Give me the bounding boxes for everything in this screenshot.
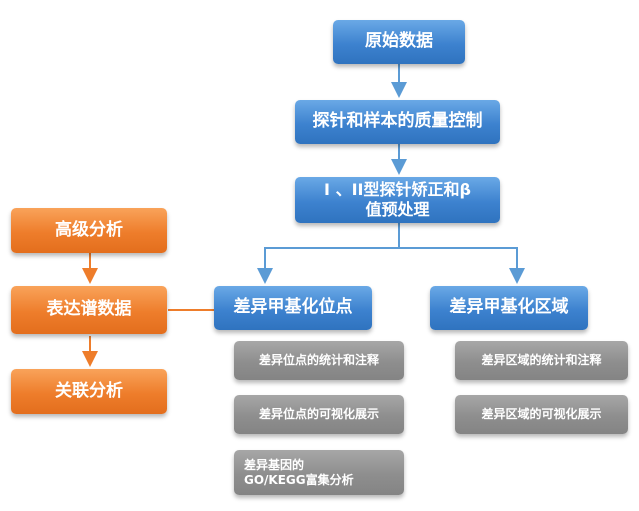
- dmp-box: 差异甲基化位点: [214, 286, 372, 330]
- dmp-item-visualization-label: 差异位点的可视化展示: [258, 407, 379, 421]
- advanced-analysis-label: 高级分析: [55, 219, 123, 240]
- correction-label-line2: 值预处理: [365, 200, 430, 219]
- quality-control-label: 探针和样本的质量控制: [312, 111, 483, 132]
- raw-data-box: 原始数据: [333, 20, 465, 64]
- dmr-item-stats-label: 差异区域的统计和注释: [481, 353, 602, 367]
- dmr-item-visualization: 差异区域的可视化展示: [455, 395, 628, 434]
- dmr-item-visualization-label: 差异区域的可视化展示: [481, 407, 602, 421]
- correction-label-line1: I 、II型探针矫正和β: [324, 180, 471, 199]
- dmp-label: 差异甲基化位点: [233, 297, 353, 318]
- branch-lines-right: [399, 247, 525, 284]
- dmp-item-stats-label: 差异位点的统计和注释: [258, 353, 379, 367]
- dmr-box: 差异甲基化区域: [430, 286, 588, 330]
- dmp-item-enrichment: 差异基因的GO/KEGG富集分析: [234, 450, 404, 495]
- dmr-label: 差异甲基化区域: [449, 297, 569, 318]
- quality-control-box: 探针和样本的质量控制: [295, 100, 500, 144]
- dmp-item-stats: 差异位点的统计和注释: [234, 341, 404, 380]
- dmp-item-visualization: 差异位点的可视化展示: [234, 395, 404, 434]
- expression-data-label: 表达谱数据: [46, 299, 132, 320]
- dmp-item-enrichment-label: 差异基因的GO/KEGG富集分析: [244, 457, 354, 487]
- branch-lines: [257, 223, 400, 284]
- correction-box: I 、II型探针矫正和β 值预处理: [295, 177, 500, 223]
- dmr-item-stats: 差异区域的统计和注释: [455, 341, 628, 380]
- association-analysis-box: 关联分析: [11, 369, 167, 414]
- expression-data-box: 表达谱数据: [11, 286, 167, 334]
- association-analysis-label: 关联分析: [55, 380, 123, 401]
- raw-data-label: 原始数据: [365, 31, 433, 52]
- advanced-analysis-box: 高级分析: [11, 208, 167, 253]
